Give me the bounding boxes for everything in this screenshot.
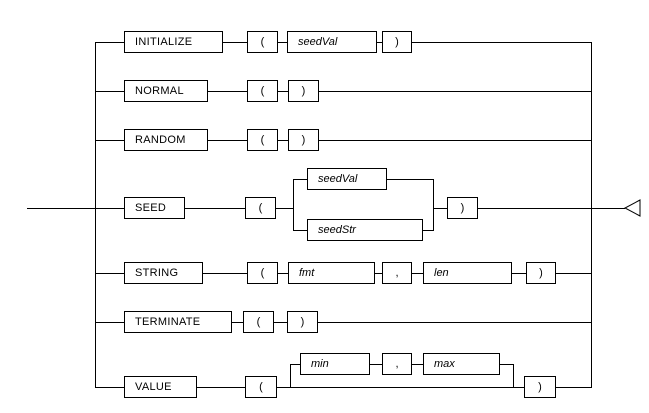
open-paren-box: ( [245, 197, 276, 219]
connector-line [377, 42, 382, 43]
branch-up-line [290, 364, 291, 388]
close-paren-box: ) [526, 262, 556, 284]
param-box-fmt: fmt [288, 262, 375, 284]
open-paren-box: ( [245, 376, 277, 398]
connector-line [203, 273, 247, 274]
connector-line [223, 42, 247, 43]
connector-line [375, 273, 382, 274]
connector-line [278, 273, 288, 274]
keyword-box-terminate: TERMINATE [124, 311, 232, 333]
open-paren-box: ( [247, 31, 278, 53]
connector-line [387, 179, 433, 180]
collector-vertical-line [591, 42, 592, 388]
connector-line [95, 91, 124, 92]
connector-line [185, 208, 245, 209]
keyword-box-initialize: INITIALIZE [124, 31, 223, 53]
keyword-box-normal: NORMAL [124, 80, 208, 102]
keyword-box-seed: SEED [124, 197, 185, 219]
close-paren-box: ) [288, 80, 319, 102]
connector-line [95, 387, 124, 388]
param-box-min: min [300, 353, 370, 375]
connector-line [232, 322, 243, 323]
connector-line [95, 140, 124, 141]
connector-line [412, 42, 591, 43]
branch-vertical-line [95, 42, 96, 388]
connector-line [95, 42, 124, 43]
connector-line [276, 208, 293, 209]
connector-line [208, 140, 247, 141]
connector-line [500, 364, 513, 365]
comma-box: , [382, 262, 412, 284]
comma-box: , [382, 353, 412, 375]
connector-line [556, 387, 591, 388]
param-box-seedval: seedVal [287, 31, 377, 53]
connector-line [319, 140, 591, 141]
connector-line [197, 387, 245, 388]
open-paren-box: ( [247, 262, 278, 284]
connector-line [433, 208, 447, 209]
left-triangle-terminator-icon [623, 199, 641, 217]
close-paren-box: ) [288, 129, 319, 151]
connector-line [290, 364, 300, 365]
connector-line [512, 273, 526, 274]
entry-line [27, 208, 124, 209]
param-box-seedstr: seedStr [307, 219, 423, 241]
branch-split-line [293, 179, 294, 231]
connector-line [556, 273, 591, 274]
connector-line [278, 140, 288, 141]
open-paren-box: ( [247, 80, 278, 102]
connector-line [318, 322, 591, 323]
connector-line [278, 42, 287, 43]
close-paren-box: ) [382, 31, 412, 53]
connector-line [370, 364, 382, 365]
connector-line [423, 230, 433, 231]
connector-line [293, 179, 307, 180]
connector-line [95, 322, 124, 323]
open-paren-box: ( [247, 129, 278, 151]
connector-line [293, 230, 307, 231]
open-paren-box: ( [243, 311, 274, 333]
connector-line [412, 273, 423, 274]
branch-merge-line [433, 179, 434, 231]
connector-line [278, 91, 288, 92]
param-box-max: max [423, 353, 500, 375]
connector-line [95, 273, 124, 274]
keyword-box-value: VALUE [124, 376, 197, 398]
branch-down-line [513, 364, 514, 388]
connector-line [208, 91, 247, 92]
close-paren-box: ) [524, 376, 556, 398]
close-paren-box: ) [287, 311, 318, 333]
param-box-len: len [423, 262, 512, 284]
connector-line [412, 364, 423, 365]
param-box-seedval-alt: seedVal [307, 168, 387, 190]
keyword-box-string: STRING [124, 262, 203, 284]
close-paren-box: ) [447, 197, 478, 219]
bypass-line [277, 387, 524, 388]
exit-line [478, 208, 625, 209]
connector-line [274, 322, 287, 323]
connector-line [319, 91, 591, 92]
keyword-box-random: RANDOM [124, 129, 208, 151]
